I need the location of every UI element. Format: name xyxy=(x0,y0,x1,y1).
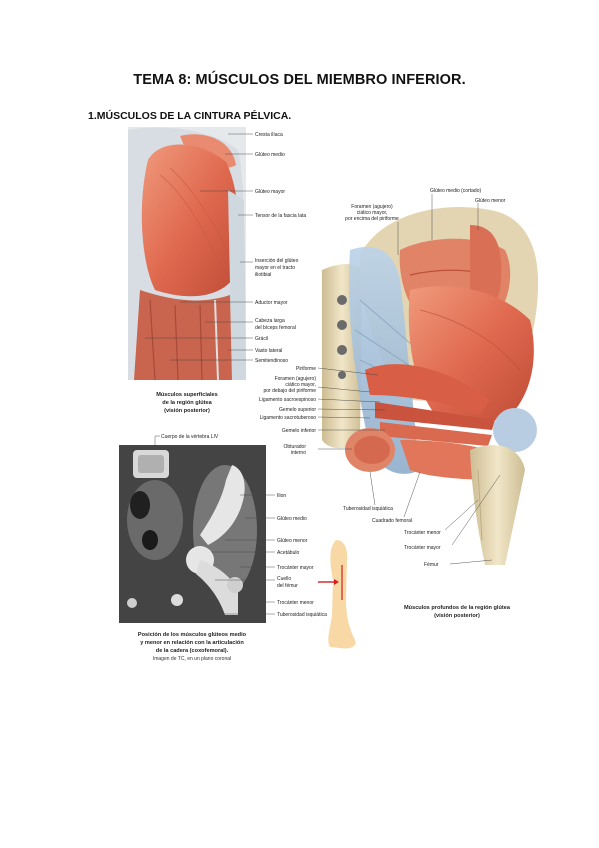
caption-ct-1: Posición de los músculos glúteos medio xyxy=(138,632,247,638)
deep-label-lig-sacrotuberoso: Ligamento sacrotuberoso xyxy=(260,415,317,421)
label-biceps-2: del bíceps femoral xyxy=(255,325,296,331)
caption-deep-1: Músculos profundos de la región glútea xyxy=(404,605,511,611)
caption-deep-2: (visión posterior) xyxy=(434,613,480,619)
ct-label-cuello-2: del fémur xyxy=(277,583,298,589)
label-biceps-1: Cabeza larga xyxy=(255,318,285,324)
ct-label-gluteo-menor: Glúteo menor xyxy=(277,538,308,544)
ct-label-acetabulo: Acetábulo xyxy=(277,550,299,556)
deep-label-piriforme: Piriforme xyxy=(296,366,316,372)
deep-label-foramen-inf-2: ciático mayor, xyxy=(285,382,316,388)
deep-labels: Foramen (agujero) ciático mayor, por enc… xyxy=(259,188,511,619)
label-aductor-mayor: Aductor mayor xyxy=(255,300,288,306)
label-insercion-2: mayor en el tracto xyxy=(255,265,295,271)
caption-ct-sub: Imagen de TC, en un plano coronal xyxy=(153,656,231,662)
label-cresta-iliaca: Cresta ilíaca xyxy=(255,132,283,138)
leg-orientation-icon xyxy=(318,540,356,649)
deep-label-foramen-sup-1: Foramen (agujero) xyxy=(351,204,393,210)
label-tensor-fascia-lata: Tensor de la fascia lata xyxy=(255,213,306,219)
deep-label-tuberosidad: Tuberosidad isquiática xyxy=(343,506,393,512)
ct-scan-image xyxy=(119,445,266,623)
deep-label-lig-sacroespinoso: Ligamento sacroespinoso xyxy=(259,397,316,403)
deep-label-femur: Fémur xyxy=(424,562,439,568)
deep-label-gemelo-superior: Gemelo superior xyxy=(279,407,316,413)
label-vertebra-liv: Cuerpo de la vértebra LIV xyxy=(161,434,219,440)
caption-superficial-1: Músculos superficiales xyxy=(156,392,218,398)
superficial-labels: Cresta ilíaca Glúteo medio Glúteo mayor … xyxy=(145,132,306,414)
label-gracil: Grácil xyxy=(255,336,268,342)
label-gluteo-medio: Glúteo medio xyxy=(255,152,285,158)
deep-label-foramen-sup-3: por encima del piriforme xyxy=(345,216,399,222)
deep-label-foramen-sup-2: ciático mayor, xyxy=(357,210,388,216)
deep-label-gemelo-inferior: Gemelo inferior xyxy=(282,428,317,434)
ct-label-trocanter-menor: Trocánter menor xyxy=(277,600,314,606)
deep-label-gluteo-menor: Glúteo menor xyxy=(475,198,506,204)
page-title: TEMA 8: MÚSCULOS DEL MIEMBRO INFERIOR. xyxy=(133,72,466,88)
deep-label-foramen-inf-3: por debajo del piriforme xyxy=(263,388,316,394)
deep-label-trocanter-mayor: Trocánter mayor xyxy=(404,545,441,551)
caption-ct-3: de la cadera (coxofemoral). xyxy=(156,648,229,654)
label-insercion-3: iliotibial xyxy=(255,272,271,278)
deep-label-obturador-1: Obturador xyxy=(283,444,306,450)
caption-ct-2: y menor en relación con la articulación xyxy=(140,640,244,646)
label-semitendinoso: Semitendinoso xyxy=(255,358,288,364)
ct-label-tuberosidad: Tuberosidad isquiática xyxy=(277,612,327,618)
caption-superficial-2: de la región glútea xyxy=(162,400,212,406)
deep-gluteal-illustration xyxy=(322,207,539,565)
ct-label-trocanter-mayor: Trocánter mayor xyxy=(277,565,314,571)
ct-label-ilion: Ilion xyxy=(277,493,286,499)
label-insercion-1: Inserción del glúteo xyxy=(255,258,299,264)
section-title: 1.MÚSCULOS DE LA CINTURA PÉLVICA. xyxy=(88,110,292,122)
deep-label-gluteo-medio-cortado: Glúteo medio (cortado) xyxy=(430,188,481,194)
ct-labels: Cuerpo de la vértebra LIV Ilion Glúteo m… xyxy=(138,434,327,662)
deep-label-trocanter-menor: Trocánter menor xyxy=(404,530,441,536)
ct-label-cuello-1: Cuello xyxy=(277,576,291,582)
deep-label-foramen-inf-1: Foramen (agujero) xyxy=(275,376,317,382)
caption-superficial-3: (visión posterior) xyxy=(164,408,210,414)
deep-label-cuadrado-femoral: Cuadrado femoral xyxy=(372,518,412,524)
deep-label-obturador-2: interno xyxy=(291,450,307,456)
ct-label-gluteo-medio: Glúteo medio xyxy=(277,516,307,522)
superficial-gluteal-illustration xyxy=(128,127,246,381)
label-gluteo-mayor: Glúteo mayor xyxy=(255,189,285,195)
label-vasto-lateral: Vasto lateral xyxy=(255,348,282,354)
arrow-icon xyxy=(334,579,339,585)
